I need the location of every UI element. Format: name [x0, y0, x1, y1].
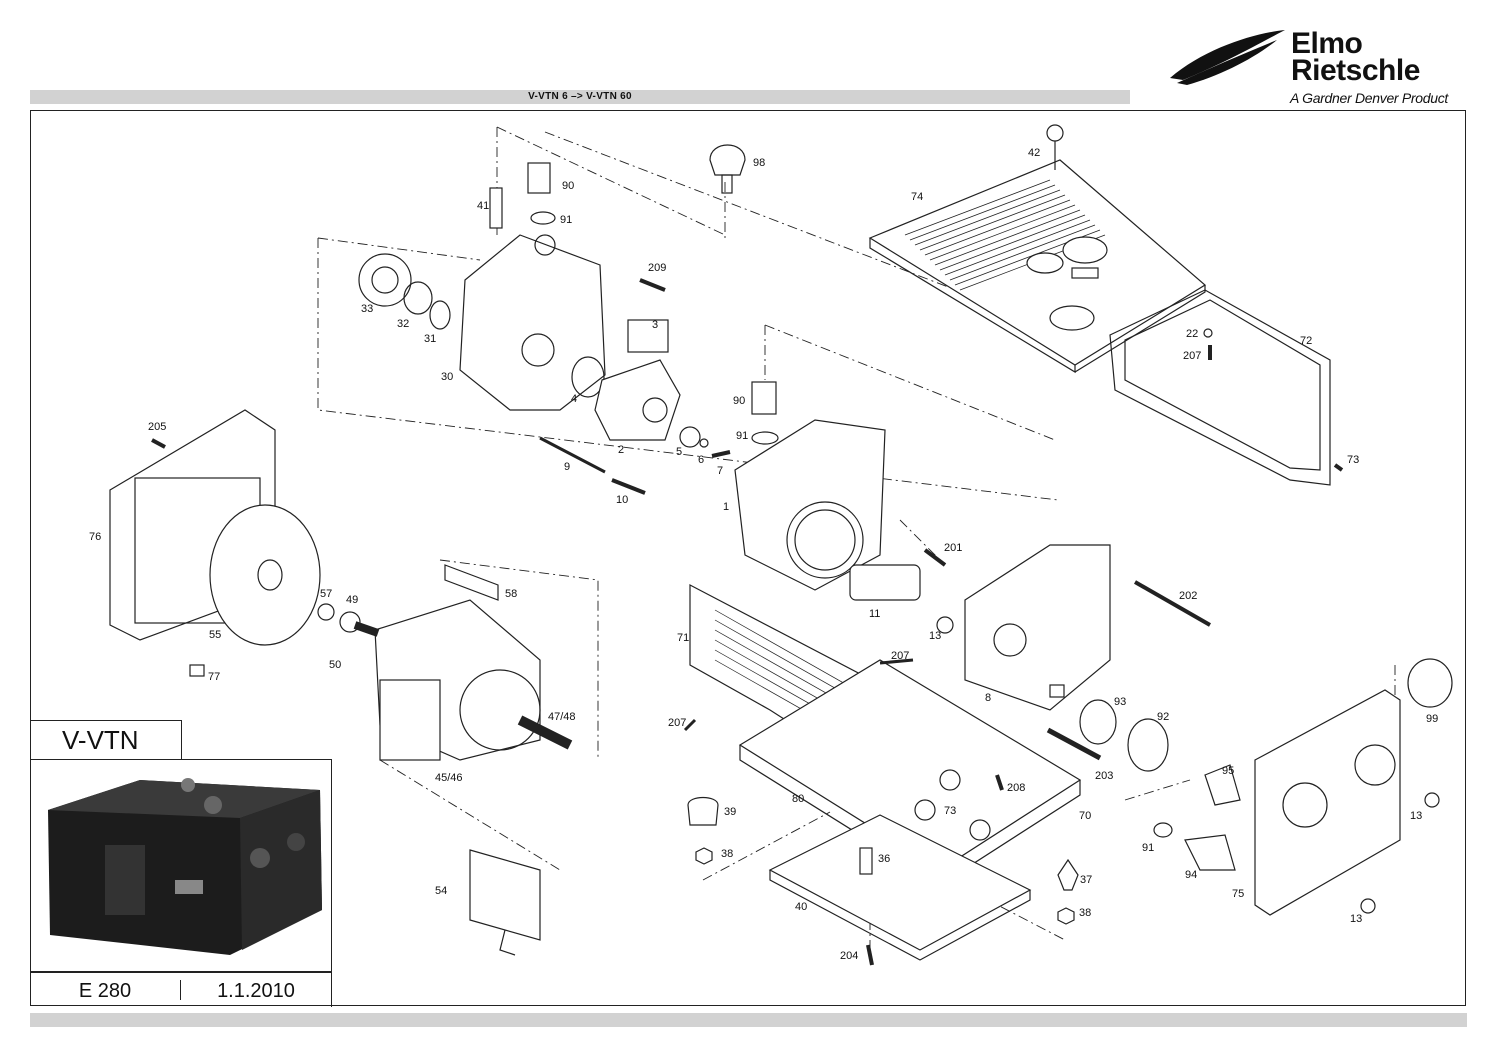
part-label: 209 — [648, 262, 666, 274]
part-label: 5 — [676, 446, 682, 458]
part-label: 95 — [1222, 765, 1234, 777]
part-label: 208 — [1007, 782, 1025, 794]
part-label: 13 — [1350, 913, 1362, 925]
part-label: 1 — [723, 501, 729, 513]
part-label: 202 — [1179, 590, 1197, 602]
part-label: 98 — [753, 157, 765, 169]
document-code: E 280 — [78, 980, 132, 1002]
part-label: 11 — [869, 608, 880, 620]
part-label: 49 — [346, 594, 358, 606]
part-label: 13 — [929, 630, 941, 642]
brand-name-line2: Rietschle — [1291, 54, 1420, 87]
part-label: 7 — [717, 465, 723, 477]
part-label: 71 — [677, 632, 689, 644]
part-label: 91 — [560, 214, 572, 226]
part-label: 31 — [424, 333, 436, 345]
footer-separator — [180, 980, 181, 1000]
pump-photo-image — [48, 778, 322, 955]
part-label: 4 — [571, 393, 577, 405]
part-label: 9 — [564, 461, 570, 473]
part-label: 13 — [1410, 810, 1422, 822]
swoosh-logo-icon — [1170, 30, 1285, 85]
part-label: 41 — [477, 200, 489, 212]
brand-logo — [1165, 28, 1470, 110]
part-label: 91 — [1142, 842, 1154, 854]
part-label: 90 — [733, 395, 745, 407]
part-label: 32 — [397, 318, 409, 330]
product-photo-box — [30, 759, 332, 1007]
part-label: 57 — [320, 588, 332, 600]
part-label: 204 — [840, 950, 858, 962]
part-label: 77 — [208, 671, 220, 683]
model-label-box: V-VTN — [30, 720, 182, 760]
brand-name-line1: Elmo — [1291, 27, 1363, 60]
part-label: 205 — [148, 421, 166, 433]
part-label: 22 — [1186, 328, 1198, 340]
part-label: 54 — [435, 885, 447, 897]
document-title: V-VTN 6 –> V-VTN 60 — [528, 91, 632, 102]
part-label: 75 — [1232, 888, 1244, 900]
part-label: 38 — [1079, 907, 1091, 919]
part-label: 74 — [911, 191, 923, 203]
part-label: 38 — [721, 848, 733, 860]
part-label: 73 — [944, 805, 956, 817]
part-label: 6 — [698, 454, 704, 466]
part-label: 40 — [795, 901, 807, 913]
part-label: 73 — [1347, 454, 1359, 466]
part-label: 207 — [891, 650, 909, 662]
part-label: 92 — [1157, 711, 1169, 723]
photo-divider — [30, 971, 332, 973]
part-label: 30 — [441, 371, 453, 383]
part-label: 99 — [1426, 713, 1438, 725]
footer-bar — [30, 1013, 1467, 1027]
part-label: 55 — [209, 629, 221, 641]
part-label: 50 — [329, 659, 341, 671]
part-label: 42 — [1028, 147, 1040, 159]
part-label: 33 — [361, 303, 373, 315]
part-label: 91 — [736, 430, 748, 442]
part-label: 37 — [1080, 874, 1092, 886]
part-label: 80 — [792, 793, 804, 805]
part-label: 207 — [668, 717, 686, 729]
part-label: 70 — [1079, 810, 1091, 822]
part-label: 8 — [985, 692, 991, 704]
header-bar — [30, 90, 1130, 104]
part-label: 2 — [618, 444, 624, 456]
part-label: 203 — [1095, 770, 1113, 782]
part-label: 90 — [562, 180, 574, 192]
part-label: 201 — [944, 542, 962, 554]
model-label: V-VTN — [62, 725, 139, 755]
part-label: 39 — [724, 806, 736, 818]
part-label: 36 — [878, 853, 890, 865]
part-label: 45/46 — [435, 772, 463, 784]
part-label: 207 — [1183, 350, 1201, 362]
part-label: 72 — [1300, 335, 1312, 347]
brand-tagline: A Gardner Denver Product — [1290, 90, 1449, 106]
part-label: 93 — [1114, 696, 1126, 708]
part-label: 3 — [652, 319, 658, 331]
part-label: 76 — [89, 531, 101, 543]
document-date: 1.1.2010 — [217, 980, 295, 1002]
part-label: 10 — [616, 494, 628, 506]
part-label: 58 — [505, 588, 517, 600]
part-label: 94 — [1185, 869, 1197, 881]
drawing-frame — [30, 110, 1466, 1006]
part-label: 47/48 — [548, 711, 576, 723]
